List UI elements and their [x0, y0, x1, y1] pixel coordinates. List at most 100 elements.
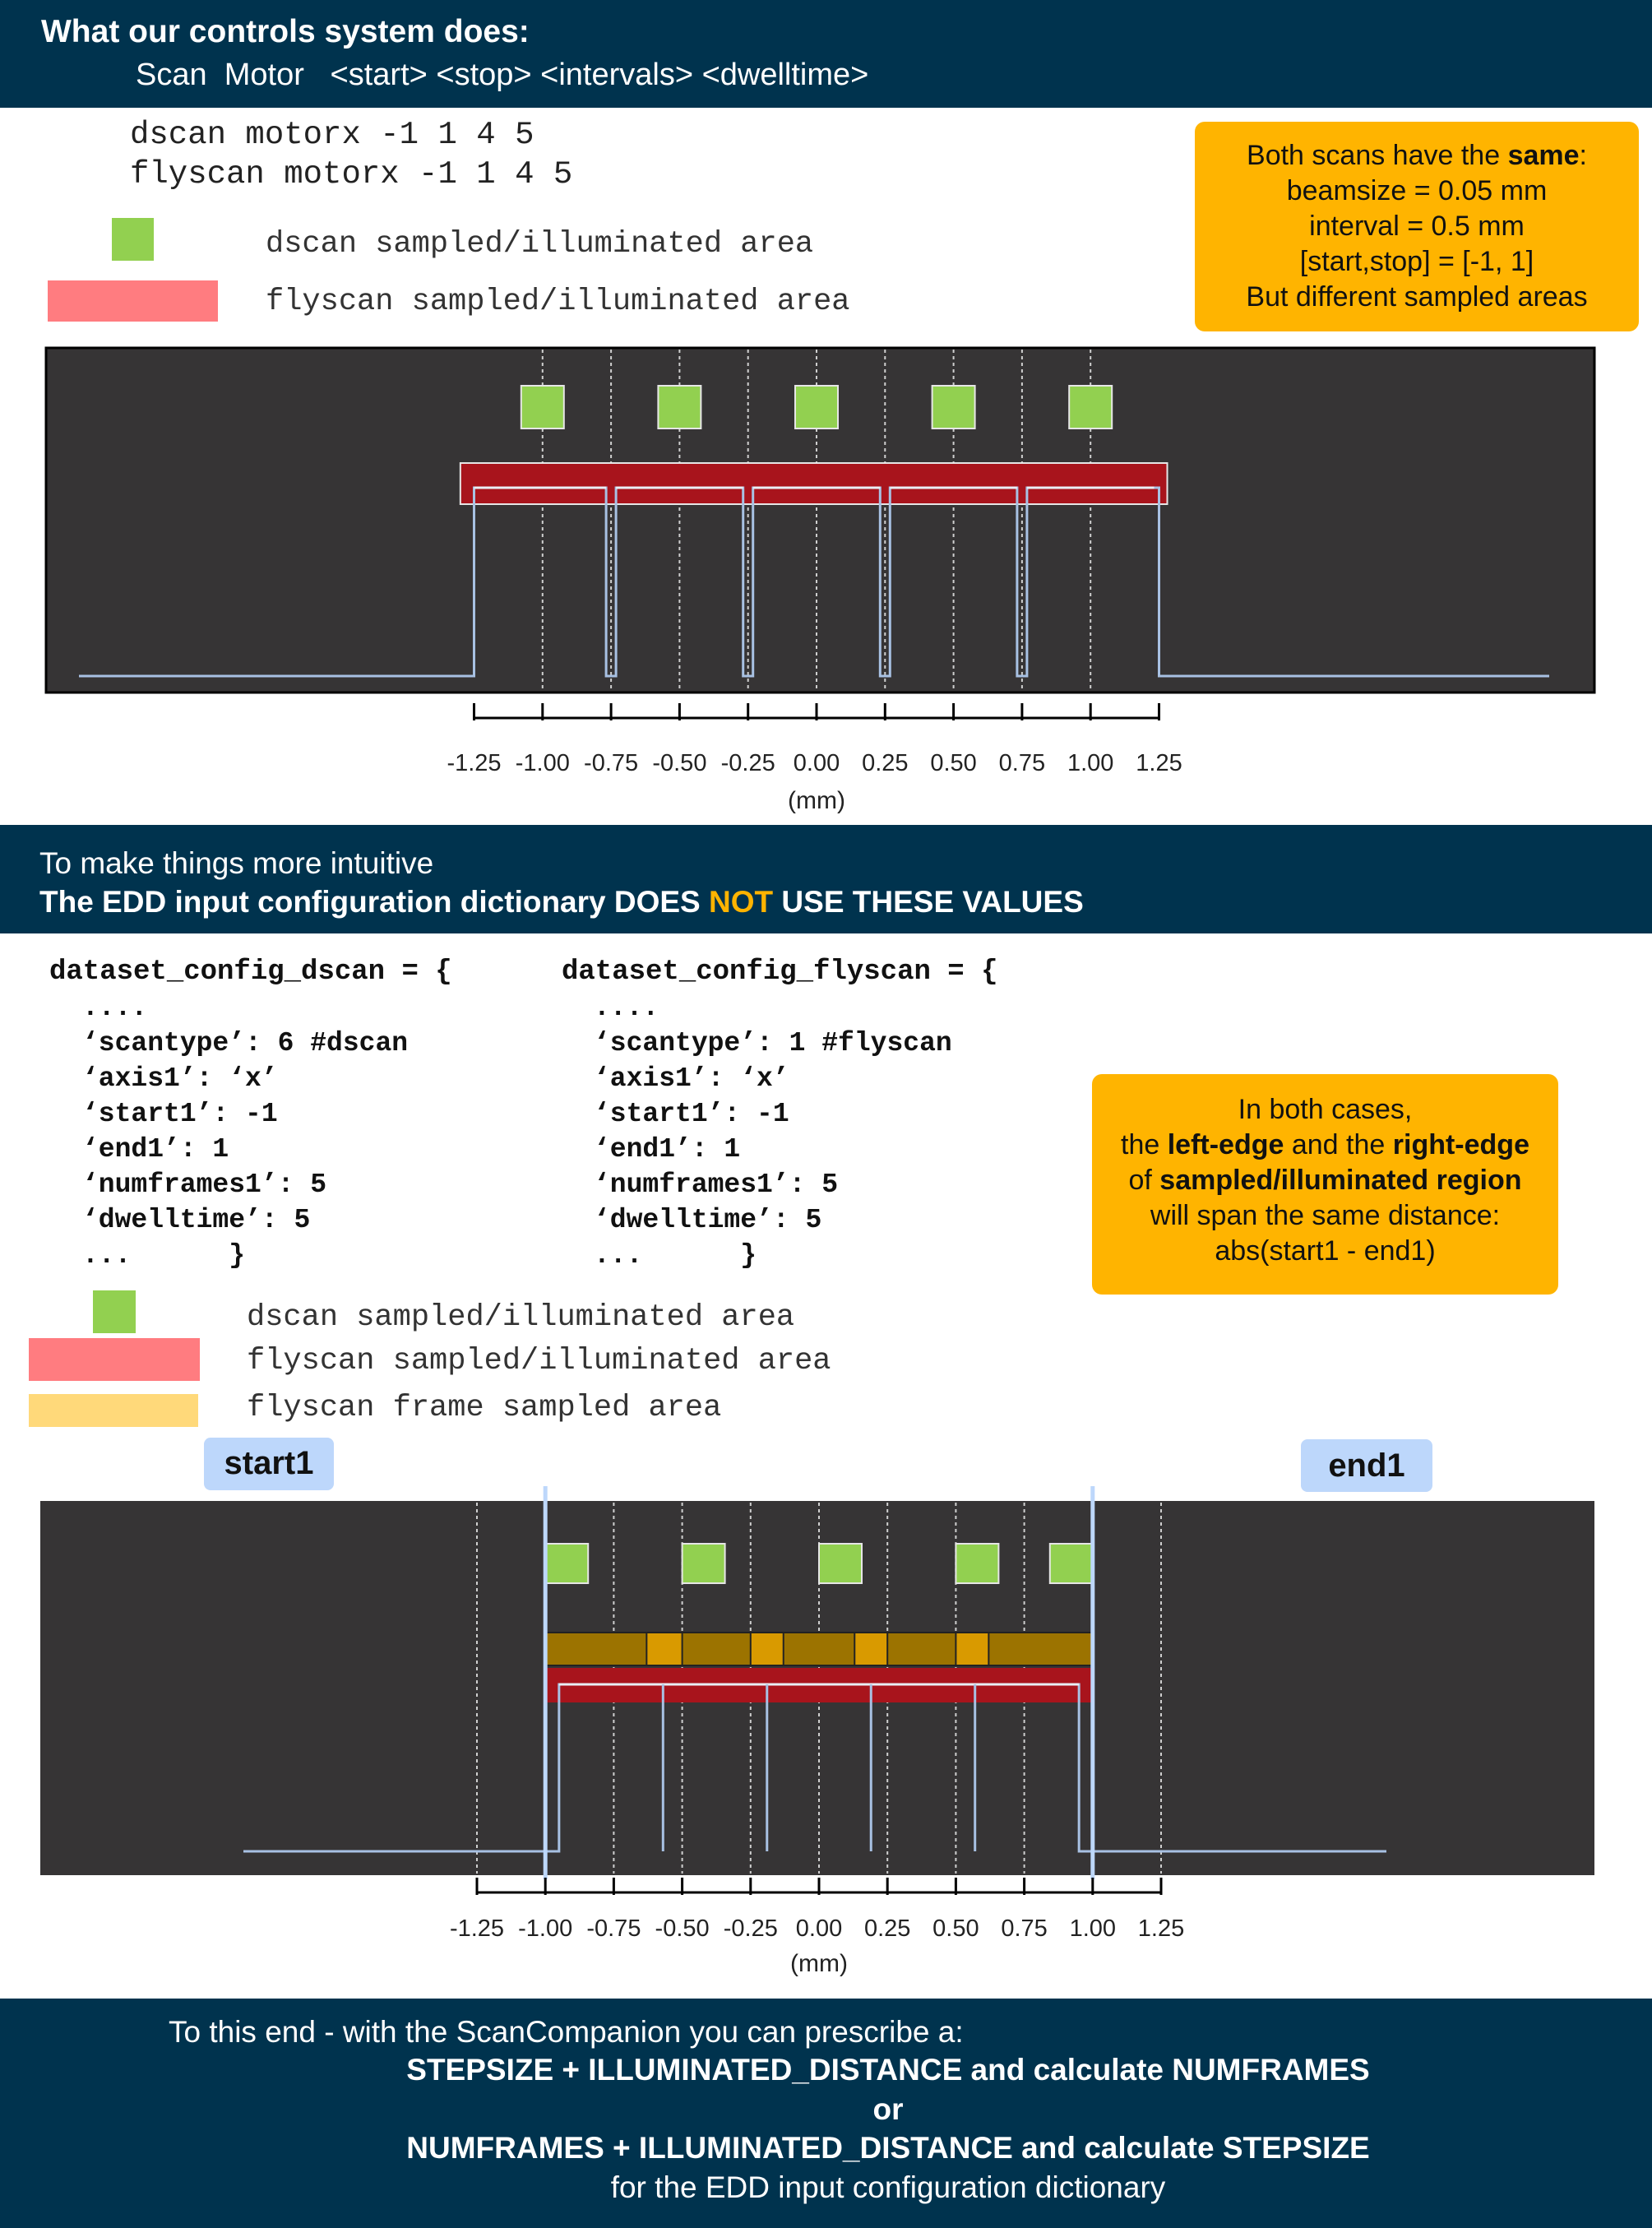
code-dscan-line: ‘numframes1’: 5	[82, 1170, 327, 1200]
command-flyscan: flyscan motorx -1 1 4 5	[130, 156, 573, 192]
code-dscan-line: ‘dwelltime’: 5	[82, 1205, 311, 1235]
diagram1-tick-label: 0.75	[999, 750, 1045, 776]
note1-line1-prefix: Both scans have the	[1247, 140, 1508, 171]
diagram2-frame-segment	[646, 1632, 683, 1666]
diagram2-frame-segment	[749, 1632, 784, 1666]
scan-syntax: Scan Motor <start> <stop> <intervals> <d…	[136, 58, 869, 92]
code-dscan-line: ....	[82, 993, 148, 1023]
diagram2-frame-segment	[854, 1632, 889, 1666]
command-dscan: dscan motorx -1 1 4 5	[130, 117, 534, 153]
note2-line1: In both cases,	[1238, 1094, 1413, 1125]
footer-line1: To this end - with the ScanCompanion you…	[169, 2015, 964, 2049]
diagram2-tick-label: -1.00	[518, 1915, 572, 1942]
start1-tag: start1	[204, 1438, 334, 1490]
legend-flyscan-swatch	[48, 280, 218, 322]
legend-dscan-label: dscan sampled/illuminated area	[266, 227, 814, 262]
diagram2-frame-segment	[955, 1632, 990, 1666]
diagram2-tick-label: 0.75	[1001, 1915, 1047, 1942]
diagram1-tick-label: -0.75	[584, 750, 638, 776]
code-dscan-line: ‘start1’: -1	[82, 1099, 278, 1129]
header2-line2-b: USE THESE VALUES	[773, 885, 1084, 919]
code-flyscan-open: dataset_config_flyscan = {	[562, 957, 998, 988]
diagram2-dscan-point	[1048, 1543, 1094, 1584]
note2-right-edge: right-edge	[1392, 1129, 1529, 1160]
legend2-flyscan-label: flyscan sampled/illuminated area	[247, 1344, 831, 1378]
diagram2-tick-label: -0.75	[586, 1915, 641, 1942]
diagram1-dscan-point	[931, 385, 976, 429]
diagram2-dscan-point	[544, 1543, 590, 1584]
diagram1-tick-label: -1.00	[516, 750, 570, 776]
scan-diagram-controls: -1.25 -1.00 -0.75 -0.50 -0.25 0.00 0.25 0.50 0.7…	[44, 346, 1596, 814]
code-dscan-line: ‘axis1’: ‘x’	[82, 1063, 278, 1094]
note1-line5: But different sampled areas	[1246, 281, 1588, 313]
diagram2-dscan-point	[818, 1543, 863, 1584]
diagram2-tick-label: -0.50	[655, 1915, 710, 1942]
note1-line1-bold: same	[1507, 140, 1580, 171]
diagram1-unit-label: (mm)	[788, 787, 845, 814]
diagram1-dscan-point	[794, 385, 839, 429]
note1-line1-suffix: :	[1579, 140, 1587, 171]
diagram1-tick-label: -0.25	[721, 750, 775, 776]
note1-line2: beamsize = 0.05 mm	[1286, 175, 1548, 206]
note2-line2-c: and the	[1284, 1129, 1393, 1160]
footer-line4: NUMFRAMES + ILLUMINATED_DISTANCE and cal…	[406, 2131, 1370, 2165]
note-same-parameters: Both scans have the same: beamsize = 0.0…	[1195, 122, 1639, 331]
diagram1-tick-label: 0.00	[794, 750, 840, 776]
footer-band: To this end - with the ScanCompanion you…	[0, 1999, 1652, 2228]
code-dscan-line: ... }	[82, 1240, 246, 1271]
diagram2-tick-label: 0.00	[796, 1915, 842, 1942]
note-same-distance: In both cases, the left-edge and the rig…	[1092, 1074, 1558, 1295]
header2-not-highlight: NOT	[709, 885, 774, 919]
footer-line2: STEPSIZE + ILLUMINATED_DISTANCE and calc…	[406, 2053, 1370, 2087]
note2-region: sampled/illuminated region	[1159, 1165, 1522, 1196]
diagram1-tick-label: 1.00	[1067, 750, 1113, 776]
note2-line5: abs(start1 - end1)	[1215, 1235, 1436, 1267]
code-flyscan-line: ‘end1’: 1	[594, 1134, 741, 1165]
legend2-frame-label: flyscan frame sampled area	[247, 1391, 722, 1425]
diagram2-tick-label: 1.25	[1138, 1915, 1184, 1942]
header2-line2-a: The EDD input configuration dictionary D…	[39, 885, 710, 919]
header2-line1: To make things more intuitive	[39, 846, 434, 880]
code-flyscan-line: ‘axis1’: ‘x’	[594, 1063, 789, 1094]
diagram1-tick-label: 0.50	[930, 750, 976, 776]
code-flyscan-line: ‘numframes1’: 5	[594, 1170, 839, 1200]
code-dscan-line: ‘end1’: 1	[82, 1134, 229, 1165]
note2-left-edge: left-edge	[1167, 1129, 1284, 1160]
legend2-flyscan-swatch	[29, 1338, 200, 1381]
legend2-frame-swatch	[29, 1394, 198, 1427]
header-band-middle: To make things more intuitive The EDD in…	[0, 825, 1652, 933]
note2-line3: of sampled/illuminated region	[1092, 1163, 1558, 1198]
diagram2-tick-label: -0.25	[724, 1915, 778, 1942]
header-band-top: What our controls system does: Scan Moto…	[0, 0, 1652, 108]
note1-line3: interval = 0.5 mm	[1309, 211, 1525, 242]
diagram1-tick-label: 1.25	[1136, 750, 1182, 776]
code-dscan-line: ‘scantype’: 6 #dscan	[82, 1028, 409, 1058]
legend2-dscan-swatch	[93, 1290, 136, 1333]
diagram2-dscan-point	[681, 1543, 726, 1584]
header-title: What our controls system does:	[41, 14, 530, 49]
diagram2-tick-label: 0.50	[932, 1915, 979, 1942]
legend2-dscan-label: dscan sampled/illuminated area	[247, 1300, 795, 1335]
code-flyscan-line: ‘start1’: -1	[594, 1099, 789, 1129]
code-flyscan-line: ....	[594, 993, 659, 1023]
note2-line2: the left-edge and the right-edge	[1092, 1128, 1558, 1163]
end1-tag: end1	[1301, 1439, 1432, 1492]
legend-dscan-swatch	[112, 218, 154, 261]
code-flyscan-line: ‘scantype’: 1 #flyscan	[594, 1028, 952, 1058]
note2-line4: will span the same distance:	[1150, 1200, 1501, 1231]
diagram1-tick-label: -1.25	[447, 750, 501, 776]
diagram1-flyscan-area	[459, 462, 1168, 505]
code-flyscan-line: ‘dwelltime’: 5	[594, 1205, 822, 1235]
footer-line5: for the EDD input configuration dictiona…	[610, 2170, 1166, 2204]
diagram2-frame-area	[544, 1632, 1094, 1666]
diagram1-dscan-point	[657, 385, 702, 429]
diagram2-tick-label: 0.25	[864, 1915, 910, 1942]
legend-flyscan-label: flyscan sampled/illuminated area	[266, 285, 850, 319]
diagram2-dscan-point	[955, 1543, 1000, 1584]
note2-line2-a: the	[1121, 1129, 1168, 1160]
footer-line3: or	[872, 2092, 904, 2126]
diagram1-tick-label: -0.50	[652, 750, 706, 776]
note1-line4: [start,stop] = [-1, 1]	[1299, 246, 1534, 277]
diagram1-tick-label: 0.25	[862, 750, 908, 776]
